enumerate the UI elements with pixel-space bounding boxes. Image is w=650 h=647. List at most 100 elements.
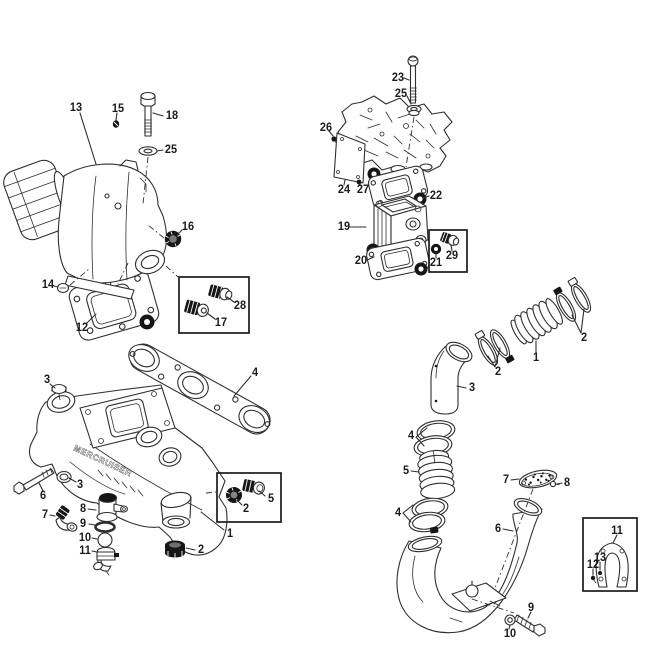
- part-support-bracket-drawing: [595, 542, 629, 588]
- part-block-off-plate-drawing: [333, 132, 366, 184]
- part-small-plug-drawing: [56, 282, 70, 294]
- leader-lines-elbow: [53, 112, 235, 325]
- leader-lines-riser: [328, 77, 453, 261]
- callout-exhaust-manifold-assembly-5: 5: [267, 493, 275, 505]
- callout-exhaust-pipe-assembly-11: 11: [611, 525, 623, 537]
- leader-lines-manifold: [38, 375, 266, 553]
- inset-box-pipe-bracket: [582, 517, 638, 592]
- callout-exhaust-pipe-assembly-2: 2: [494, 366, 502, 378]
- part-o-ring-drawing: [94, 521, 116, 533]
- part-end-plug-drawing: [165, 540, 185, 558]
- riser-spacer-assembly-drawing: [328, 55, 468, 281]
- part-pipe-washer-drawing: [504, 614, 516, 626]
- part-shutter-plate-drawing: [518, 469, 558, 489]
- part-bellows-lower-drawing: [417, 449, 456, 500]
- callout-exhaust-manifold-assembly-3: 3: [43, 374, 51, 386]
- callout-exhaust-manifold-assembly-4: 4: [251, 367, 259, 379]
- callout-exhaust-elbow-assembly-18: 18: [165, 110, 179, 122]
- part-small-screw-drawing: [112, 120, 120, 128]
- part-pipe-plug-top-drawing: [51, 383, 67, 395]
- exhaust-manifold-assembly-drawing: MERCRUISER: [13, 343, 282, 576]
- callout-exhaust-elbow-assembly-28: 28: [233, 300, 247, 312]
- callout-exhaust-manifold-assembly-10: 10: [78, 532, 92, 544]
- part-riser-gasket-upper-drawing: [367, 165, 429, 209]
- part-pipe-elbow-drawing: [430, 341, 473, 415]
- part-elbow-bolt-drawing: [140, 91, 156, 137]
- part-riser-bolt-drawing: [407, 55, 419, 104]
- leader-lines-pipe: [402, 308, 618, 630]
- part-riser-washer-drawing: [406, 104, 422, 117]
- inset-box-elbow-fittings: [178, 276, 250, 334]
- callout-riser-spacer-assembly-27: 27: [356, 184, 370, 196]
- part-engine-casting-drawing: [337, 95, 453, 174]
- part-exhaust-manifold-casting-drawing: MERCRUISER: [28, 384, 228, 556]
- callout-exhaust-manifold-assembly-6: 6: [39, 490, 47, 502]
- callout-riser-spacer-assembly-23: 23: [391, 72, 405, 84]
- callout-riser-spacer-assembly-22: 22: [429, 190, 443, 202]
- callout-exhaust-manifold-assembly-3: 3: [76, 479, 84, 491]
- callout-riser-spacer-assembly-21: 21: [429, 257, 443, 269]
- callout-exhaust-manifold-assembly-9: 9: [79, 518, 87, 530]
- part-drain-plug-drawing: [164, 230, 182, 248]
- part-hose-connector-drawing: [93, 546, 119, 576]
- callout-riser-spacer-assembly-25: 25: [394, 88, 408, 100]
- callout-riser-spacer-assembly-26: 26: [319, 122, 333, 134]
- callout-riser-spacer-assembly-20: 20: [354, 255, 368, 267]
- callout-exhaust-pipe-assembly-6: 6: [494, 523, 502, 535]
- callout-exhaust-elbow-assembly-25: 25: [164, 144, 178, 156]
- callout-exhaust-pipe-assembly-8: 8: [563, 477, 571, 489]
- part-hose-fitting-8-drawing: [96, 493, 128, 523]
- callout-exhaust-manifold-assembly-1: 1: [226, 528, 234, 540]
- part-manifold-bolt-drawing: [13, 467, 55, 495]
- part-bracket-screw-12-drawing: [590, 575, 597, 584]
- callout-exhaust-elbow-assembly-13: 13: [69, 102, 83, 114]
- part-elbow-fitting-drawing: [55, 505, 78, 532]
- callout-exhaust-pipe-assembly-10: 10: [503, 628, 517, 640]
- callout-exhaust-manifold-assembly-11: 11: [79, 545, 91, 557]
- callout-exhaust-pipe-assembly-4: 4: [394, 507, 402, 519]
- callout-exhaust-pipe-assembly-1: 1: [532, 352, 540, 364]
- exhaust-pipe-assembly-drawing: [396, 277, 638, 637]
- callout-exhaust-manifold-assembly-2: 2: [242, 503, 250, 515]
- part-manifold-gasket-drawing: [128, 343, 271, 435]
- callout-exhaust-manifold-assembly-2: 2: [197, 544, 205, 556]
- part-exhaust-elbow-casting-drawing: [57, 159, 168, 300]
- callout-exhaust-pipe-assembly-4: 4: [407, 430, 415, 442]
- part-hose-clamp-pair-top-drawing: [553, 277, 592, 322]
- part-grommet-21-drawing: [430, 243, 442, 255]
- part-riser-gasket-lower-drawing: [366, 237, 430, 281]
- part-knurled-plug-drawing: [226, 487, 242, 503]
- part-hex-plug-drawing: [242, 479, 265, 495]
- inset-box-manifold-plugs: [216, 472, 282, 523]
- part-bellows-upper-drawing: [510, 298, 563, 345]
- callout-exhaust-pipe-assembly-2: 2: [580, 332, 588, 344]
- callout-exhaust-elbow-assembly-17: 17: [214, 317, 228, 329]
- callout-exhaust-elbow-assembly-15: 15: [111, 103, 125, 115]
- part-clamp-pair-4-lower-drawing: [408, 497, 449, 534]
- inset-box-riser-fittings: [428, 229, 468, 273]
- callout-exhaust-pipe-assembly-7: 7: [502, 474, 510, 486]
- part-fitting-29-drawing: [440, 231, 460, 246]
- part-exhaust-y-pipe-drawing: [396, 497, 543, 634]
- callout-exhaust-elbow-assembly-14: 14: [41, 279, 55, 291]
- callout-exhaust-pipe-assembly-12: 12: [586, 559, 600, 571]
- callout-riser-spacer-assembly-19: 19: [337, 221, 351, 233]
- callout-exhaust-manifold-assembly-7: 7: [41, 509, 49, 521]
- part-fitting-17-drawing: [184, 299, 209, 317]
- part-screw-27-drawing: [356, 179, 362, 185]
- exhaust-elbow-assembly-drawing: [3, 91, 250, 341]
- callout-exhaust-elbow-assembly-12: 12: [75, 322, 89, 334]
- part-bracket-screw-13-drawing: [598, 571, 602, 575]
- callout-exhaust-pipe-assembly-9: 9: [527, 602, 535, 614]
- callout-riser-spacer-assembly-29: 29: [445, 250, 459, 262]
- callout-exhaust-elbow-assembly-16: 16: [181, 221, 195, 233]
- callout-riser-spacer-assembly-24: 24: [337, 184, 351, 196]
- part-clamp-pair-4-upper-drawing: [413, 420, 456, 458]
- part-hose-clamp-pair-upper-drawing: [474, 329, 515, 366]
- callout-exhaust-pipe-assembly-3: 3: [468, 382, 476, 394]
- callout-exhaust-pipe-assembly-13: 13: [593, 552, 607, 564]
- callout-exhaust-manifold-assembly-8: 8: [79, 503, 87, 515]
